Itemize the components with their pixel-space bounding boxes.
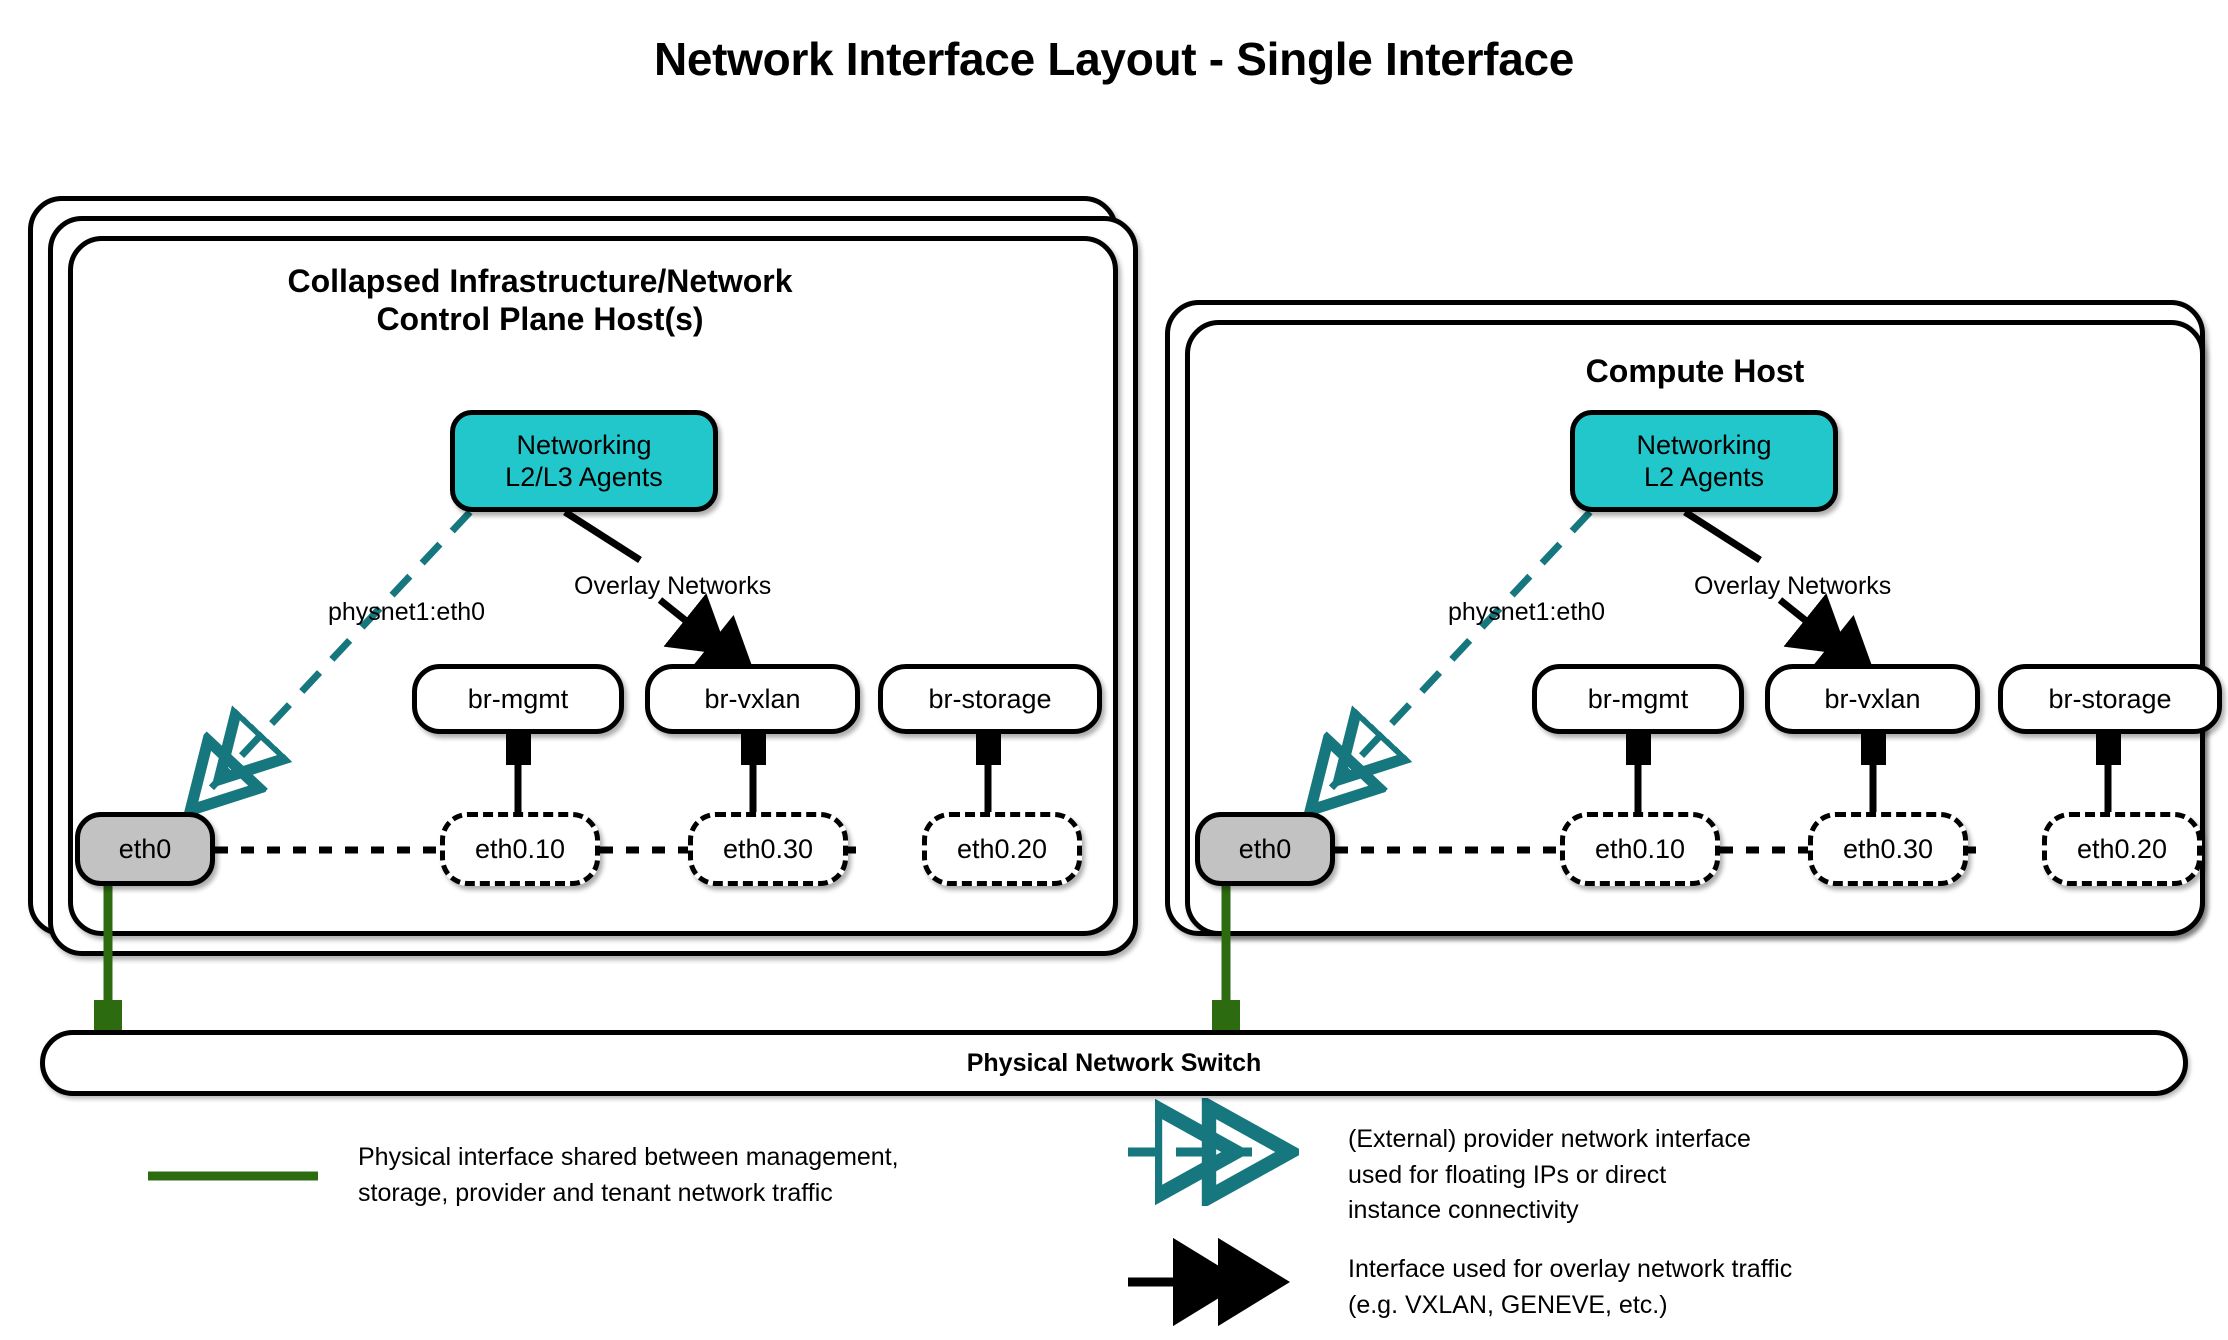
vlan-node-eth0-20-compute[interactable]: eth0.20 [2042, 812, 2202, 886]
legend-item-overlay-text: Interface used for overlay network traff… [1348, 1252, 2048, 1323]
legend-line-3: instance connectivity [1348, 1196, 1579, 1224]
bridge-node-br-vxlan-control-plane[interactable]: br-vxlan [645, 664, 860, 734]
physical-interface-node-compute[interactable]: eth0 [1195, 812, 1335, 886]
overlay-edge-label-compute: Overlay Networks [1694, 572, 1892, 600]
legend-item-physical-text: Physical interface shared between manage… [358, 1140, 998, 1211]
agent-label-line-1: Networking [516, 429, 652, 460]
physical-network-switch[interactable]: Physical Network Switch [40, 1030, 2188, 1096]
legend-line-2: used for floating IPs or direct [1348, 1160, 1667, 1189]
legend-item-provider-text: (External) provider network interface us… [1348, 1122, 2048, 1229]
physical-interface-node-control-plane[interactable]: eth0 [75, 812, 215, 886]
agent-node-control-plane[interactable]: Networking L2/L3 Agents [450, 410, 718, 512]
bridge-node-br-vxlan-compute[interactable]: br-vxlan [1765, 664, 1980, 734]
provider-edge-label-control-plane: physnet1:eth0 [328, 598, 486, 626]
vlan-node-eth0-30-compute[interactable]: eth0.30 [1808, 812, 1968, 886]
page-title: Network Interface Layout - Single Interf… [653, 33, 1575, 85]
legend-line-1: Physical interface shared between manage… [358, 1143, 899, 1171]
host-title-line-1: Compute Host [1585, 353, 1805, 389]
host-title-compute: Compute Host [1395, 352, 1995, 390]
agent-label-line-2: L2/L3 Agents [505, 462, 663, 492]
vlan-node-eth0-10-compute[interactable]: eth0.10 [1560, 812, 1720, 886]
legend-line-1: (External) provider network interface [1348, 1125, 1751, 1153]
agent-label-line-1: Networking [1636, 429, 1772, 460]
legend-line-2: storage, provider and tenant network tra… [358, 1178, 833, 1207]
overlay-edge-label-control-plane: Overlay Networks [574, 572, 772, 600]
host-title-line-1: Collapsed Infrastructure/Network [287, 263, 793, 299]
bridge-node-br-mgmt-compute[interactable]: br-mgmt [1532, 664, 1744, 734]
bridge-node-br-storage-compute[interactable]: br-storage [1998, 664, 2222, 734]
legend-line-1: Interface used for overlay network traff… [1348, 1255, 1793, 1283]
bridge-node-br-storage-control-plane[interactable]: br-storage [878, 664, 1102, 734]
provider-edge-label-compute: physnet1:eth0 [1448, 598, 1606, 626]
agent-node-compute[interactable]: Networking L2 Agents [1570, 410, 1838, 512]
agent-label-line-2: L2 Agents [1643, 462, 1765, 492]
switch-label: Physical Network Switch [966, 1048, 1262, 1077]
host-title-control-plane: Collapsed Infrastructure/Network Control… [110, 262, 970, 339]
vlan-node-eth0-20-control-plane[interactable]: eth0.20 [922, 812, 1082, 886]
host-title-line-2: Control Plane Host(s) [376, 301, 704, 338]
vlan-node-eth0-10-control-plane[interactable]: eth0.10 [440, 812, 600, 886]
vlan-node-eth0-30-control-plane[interactable]: eth0.30 [688, 812, 848, 886]
bridge-node-br-mgmt-control-plane[interactable]: br-mgmt [412, 664, 624, 734]
legend-line-2: (e.g. VXLAN, GENEVE, etc.) [1348, 1290, 1668, 1319]
